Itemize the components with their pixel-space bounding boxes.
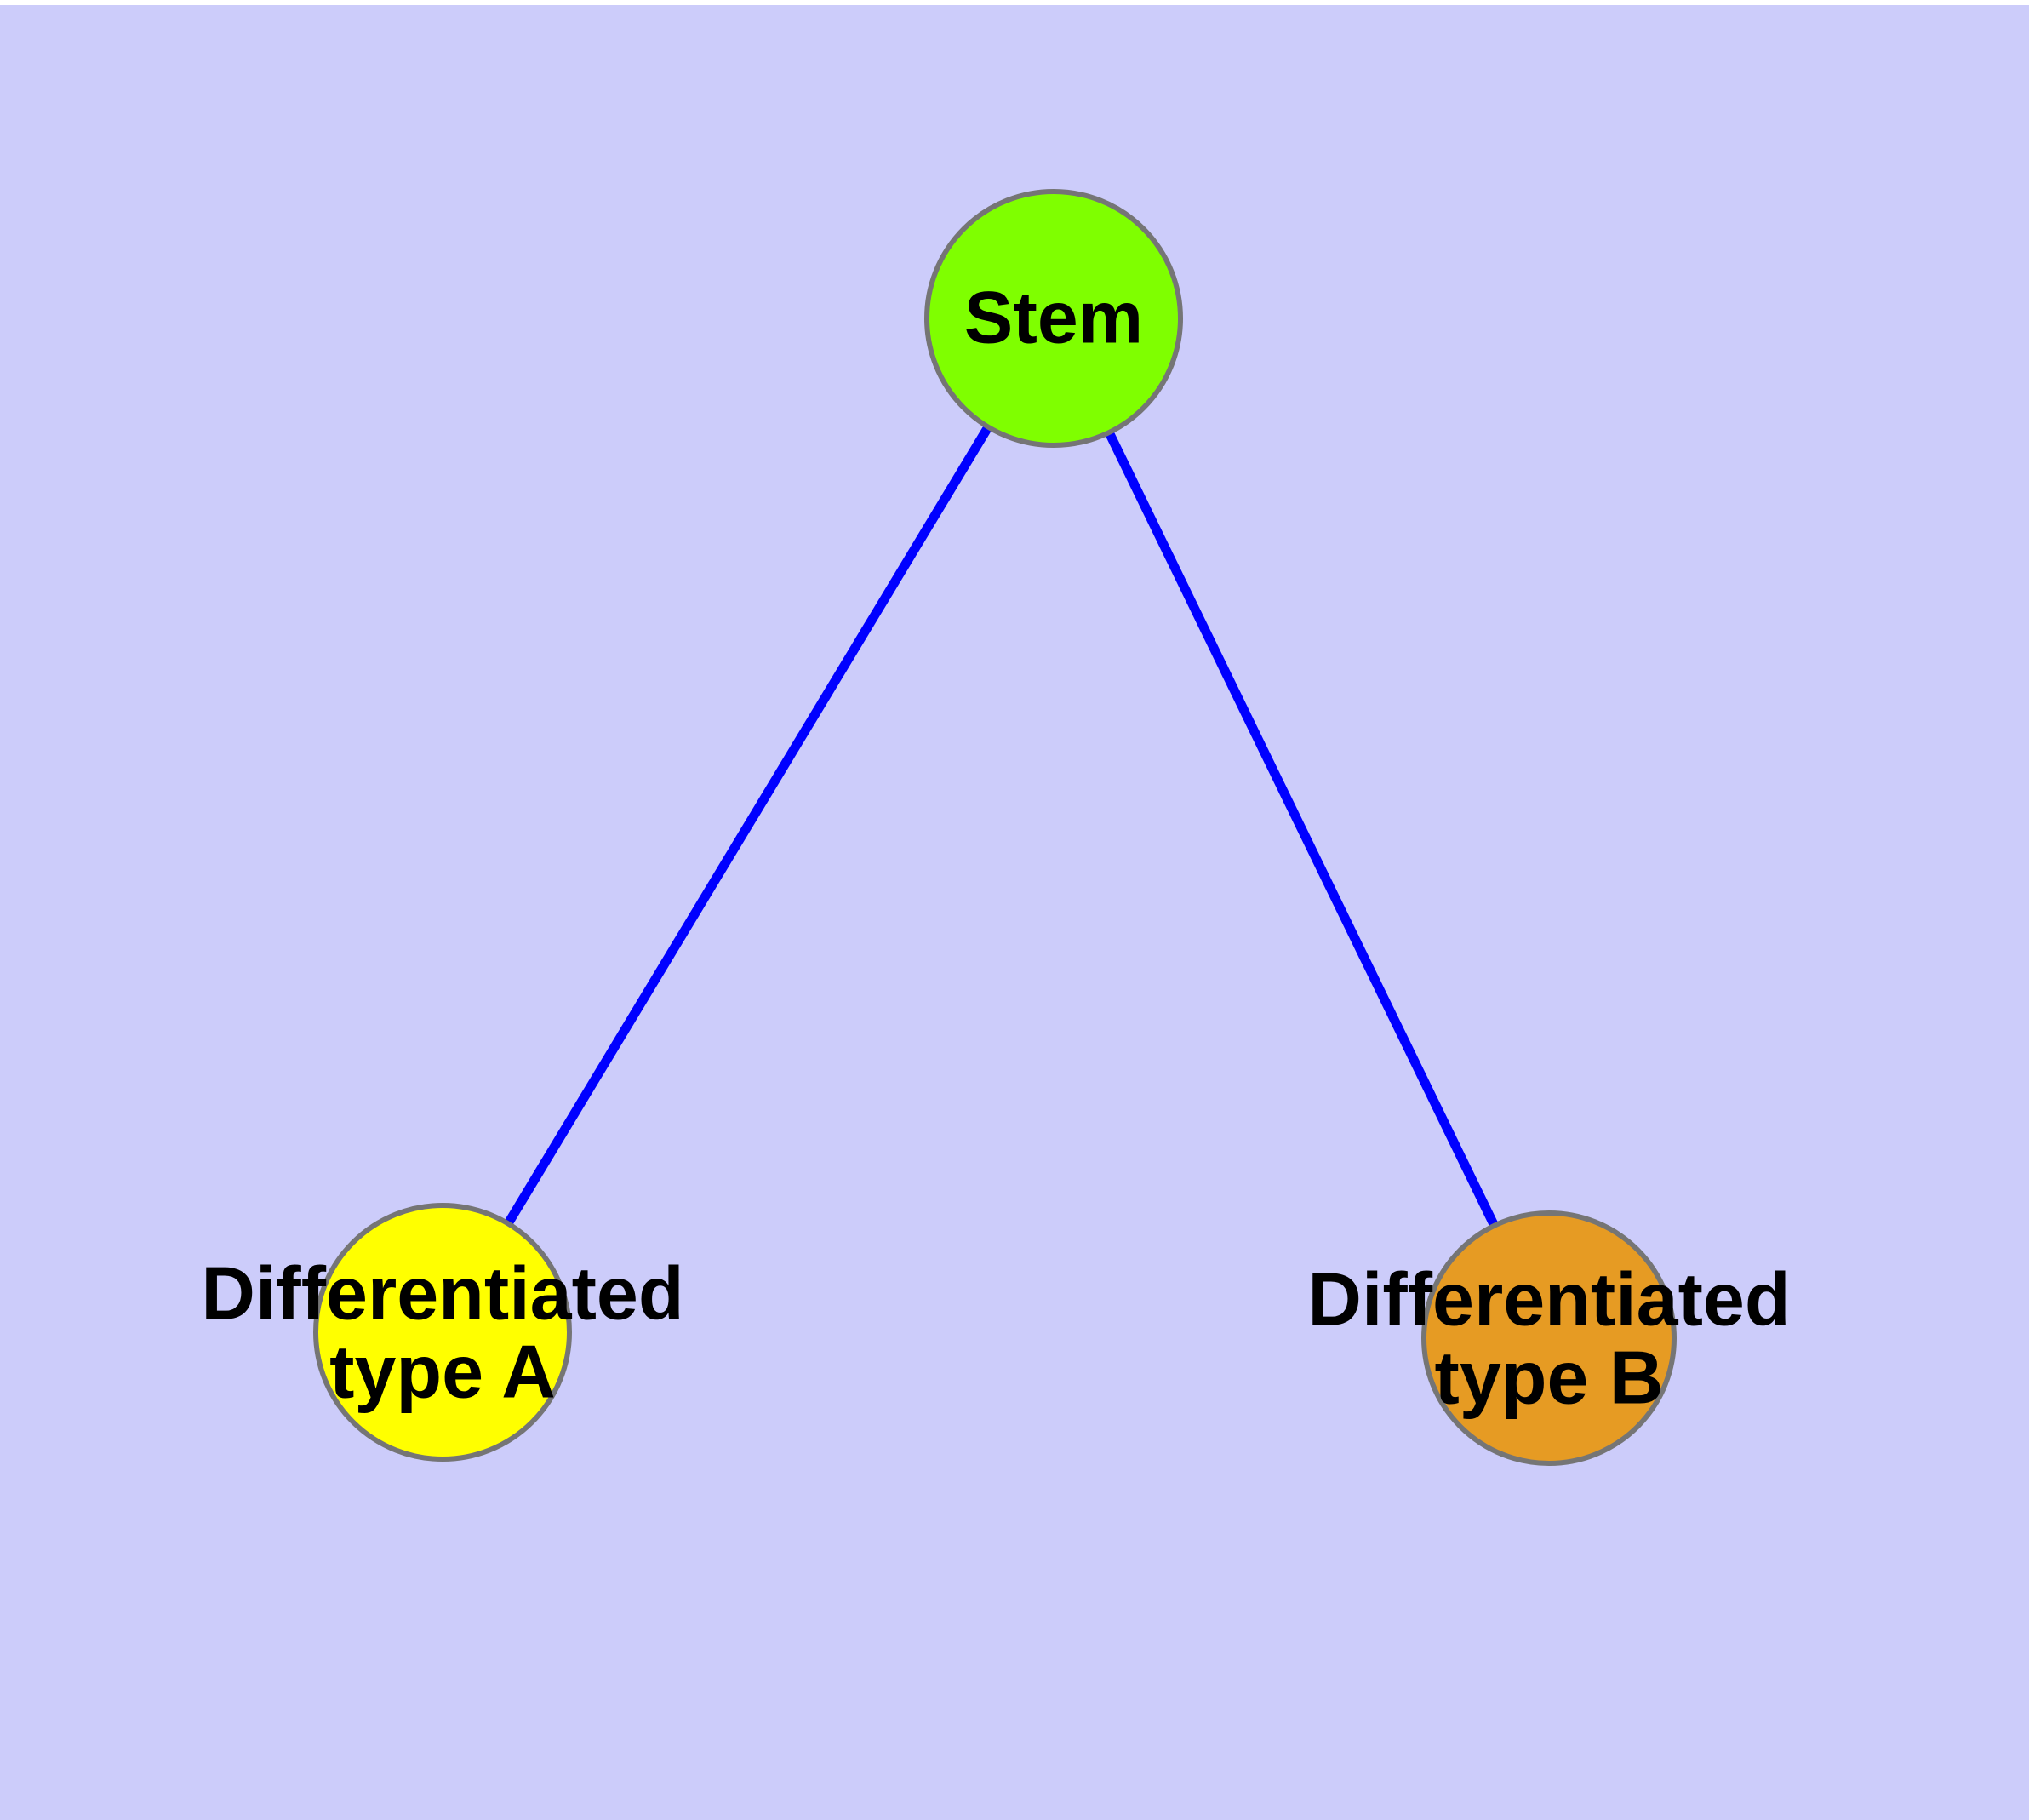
edges-layer (504, 425, 1499, 1228)
node-diff_b[interactable] (1421, 1210, 1677, 1466)
node-stem[interactable] (924, 189, 1183, 448)
nodes-layer (313, 189, 1677, 1466)
edge-stem-diff-b[interactable] (1105, 431, 1499, 1228)
edge-stem-diff-a[interactable] (504, 425, 992, 1226)
node-diff_a[interactable] (313, 1203, 572, 1462)
